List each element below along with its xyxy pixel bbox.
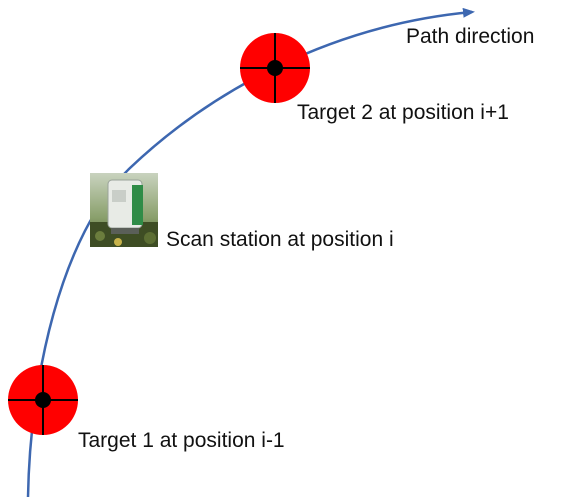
target-1-icon [8,365,78,435]
scan-station-label: Scan station at position i [166,228,394,251]
target-1-label: Target 1 at position i-1 [78,429,285,452]
target-2-label: Target 2 at position i+1 [297,101,509,124]
target-2-icon [240,33,310,103]
path-direction-label: Path direction [406,25,534,48]
laser-scanner-photo-icon [90,173,158,247]
